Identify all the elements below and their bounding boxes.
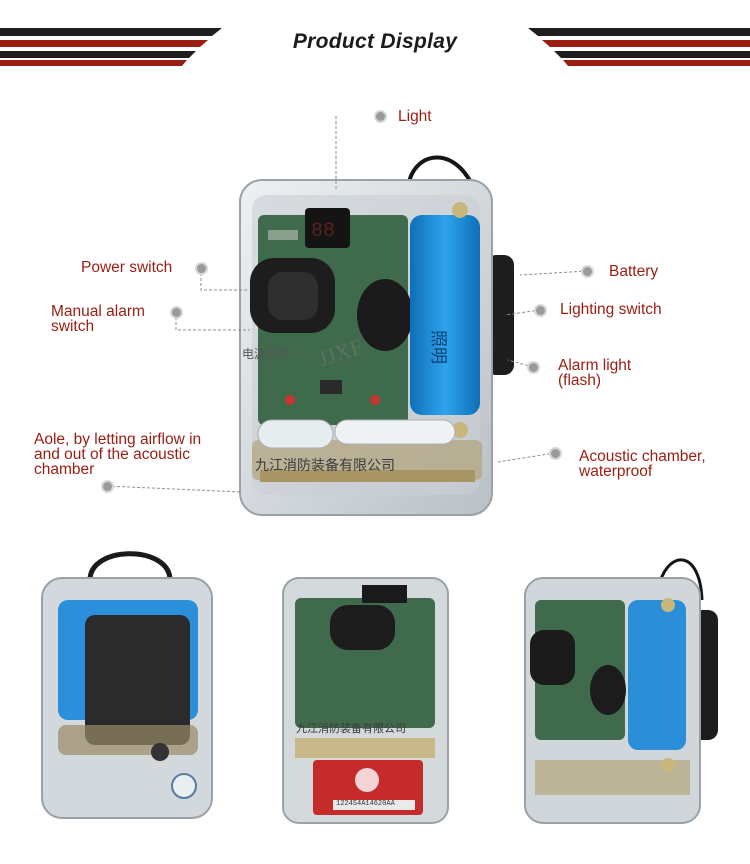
front-view-label-code: 1224S4A14620AA	[336, 800, 395, 808]
lighting-switch-callout-dot	[534, 304, 547, 317]
callout-battery: Battery	[609, 263, 659, 280]
side-print: 电源开关	[242, 347, 291, 361]
callout-power-switch: Power switch	[81, 259, 173, 276]
callout-aole: Aole, by letting airflow in and out of t…	[34, 431, 202, 478]
manual-alarm-callout-dot	[170, 306, 183, 319]
acoustic-chamber-callout-dot	[549, 447, 562, 460]
callout-lighting-switch: Lighting switch	[560, 301, 662, 318]
alarm-light-callout-dot	[527, 361, 540, 374]
svg-text:88: 88	[311, 220, 335, 243]
callout-acoustic-chamber: Acoustic chamber, waterproof	[579, 448, 706, 480]
light-callout-dot	[374, 110, 387, 123]
aole-callout-dot	[101, 480, 114, 493]
page-title: Product Display	[292, 30, 458, 53]
power-switch-callout-dot	[195, 262, 208, 275]
header-stripes	[0, 28, 750, 66]
battery-callout-dot	[581, 265, 594, 278]
callout-light: Light	[398, 108, 432, 125]
body-print: 九江消防装备有限公司	[255, 458, 395, 474]
callout-alarm-light: Alarm light (flash)	[558, 357, 632, 389]
front-view-body-print: 九江消防装备有限公司	[296, 722, 406, 735]
callout-manual-alarm: Manual alarm switch	[51, 303, 145, 335]
svg-text:照明: 照明	[428, 330, 448, 364]
